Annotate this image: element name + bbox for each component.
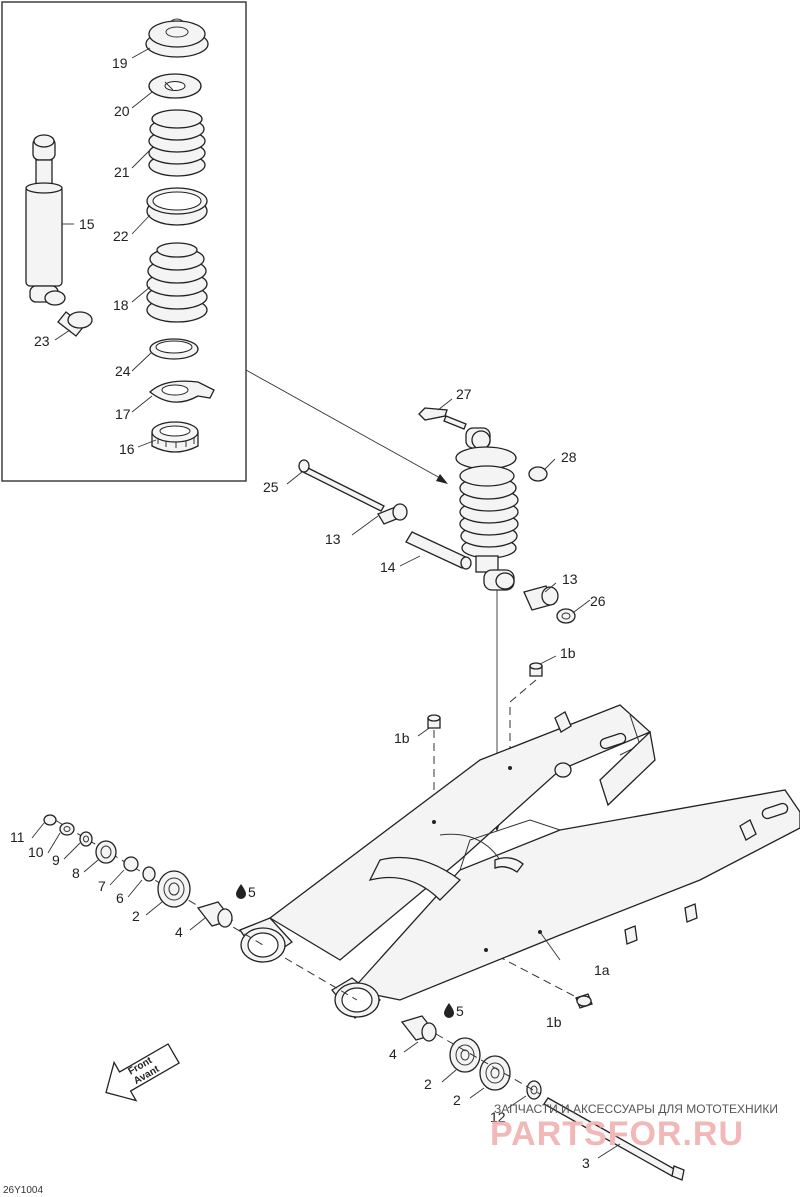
- part-22-ring: [146, 187, 208, 226]
- inset-leader-lines: [54, 47, 157, 448]
- part-16-adjusting-nut: [151, 421, 199, 453]
- part-10-nut: [59, 822, 75, 836]
- pivot-axis-line-right: [435, 1033, 541, 1095]
- callout-26: 26: [590, 593, 606, 609]
- callout-16: 16: [119, 441, 135, 457]
- oil-drop-icon-lower: [444, 1003, 454, 1018]
- callout-27: 27: [456, 386, 472, 402]
- part-15-damper-body: [25, 134, 63, 303]
- callout-25: 25: [263, 479, 279, 495]
- callout-11: 11: [10, 829, 25, 845]
- part-4-sleeve-right: [400, 1015, 438, 1042]
- callout-4b: 4: [389, 1046, 397, 1062]
- part-1a-swingarm: [239, 704, 800, 1019]
- pivot-axis-line-lower: [284, 957, 358, 1001]
- callout-4a: 4: [175, 924, 183, 940]
- part-8-cap: [95, 840, 117, 864]
- callout-15: 15: [79, 216, 95, 232]
- watermark-caption: ЗАПЧАСТИ И АКСЕССУАРЫ ДЛЯ МОТОТЕХНИКИ: [494, 1102, 778, 1116]
- part-25-long-bolt: [298, 459, 385, 512]
- watermark-brand: PARTSFOR.RU: [490, 1115, 744, 1153]
- drawing-code: 26Y1004: [3, 1185, 43, 1196]
- part-13-bushing-left: [377, 503, 408, 525]
- part-1b-nut-left: [427, 714, 441, 729]
- callout-3: 3: [582, 1155, 590, 1171]
- callout-24: 24: [115, 363, 131, 379]
- callout-5a: 5: [248, 884, 256, 900]
- callout-22: 22: [113, 228, 129, 244]
- callout-8: 8: [72, 865, 80, 881]
- part-17-adjuster-plate: [149, 380, 215, 403]
- callout-28: 28: [561, 449, 577, 465]
- callout-1b-top: 1b: [560, 645, 576, 661]
- inset-pointer-arrowhead: [436, 474, 448, 484]
- part-1b-nut-bottom: [575, 993, 593, 1009]
- callout-2b: 2: [424, 1076, 432, 1092]
- callout-9: 9: [52, 852, 60, 868]
- callout-14: 14: [380, 559, 396, 575]
- callout-5b: 5: [456, 1003, 464, 1019]
- pivot-leader-lines: [31, 822, 621, 1159]
- part-21-spring: [148, 109, 206, 177]
- callout-10: 10: [28, 844, 44, 860]
- callout-23: 23: [34, 333, 50, 349]
- shock-absorber-assembly: [418, 407, 548, 591]
- part-2-bearing-right-b: [479, 1055, 511, 1091]
- part-26-nut: [556, 608, 576, 624]
- callout-12: 12: [490, 1109, 506, 1125]
- callout-17: 17: [115, 406, 131, 422]
- part-1b-nut-top: [529, 662, 543, 677]
- part-19-spring-cap: [145, 18, 209, 58]
- oil-drop-icon: [236, 884, 246, 899]
- callout-19: 19: [112, 55, 128, 71]
- part-13-bushing-right: [523, 585, 559, 611]
- part-23-sleeve: [44, 290, 93, 337]
- callout-13a: 13: [325, 531, 341, 547]
- callout-1b-left: 1b: [394, 730, 410, 746]
- front-direction-arrow: Front Avant: [105, 1043, 180, 1102]
- part-7-nut: [123, 856, 139, 872]
- part-11-nut: [43, 814, 57, 826]
- part-2-bearing-right-a: [449, 1037, 481, 1073]
- callout-6: 6: [116, 890, 124, 906]
- guide-line-1b-top: [509, 679, 537, 768]
- callout-2c: 2: [453, 1092, 461, 1108]
- part-2-bearing-left: [157, 870, 191, 908]
- callout-1b-bottom: 1b: [546, 1014, 562, 1030]
- part-24-washer: [149, 338, 199, 360]
- part-20-retainer: [148, 73, 202, 99]
- inset-pointer-line: [245, 369, 441, 479]
- part-9-washer: [79, 831, 93, 847]
- part-12-washer: [526, 1080, 542, 1100]
- part-6-washer: [142, 866, 156, 882]
- part-4-sleeve-left: [196, 901, 234, 928]
- callout-13b: 13: [562, 571, 578, 587]
- part-18-spring: [146, 242, 208, 323]
- shock-leader-lines: [286, 398, 591, 737]
- part-3-pivot-bolt: [543, 1097, 685, 1181]
- part-14-spacer-tube: [405, 531, 472, 570]
- callout-18: 18: [113, 297, 129, 313]
- callout-1a: 1a: [594, 962, 610, 978]
- callout-7: 7: [98, 878, 106, 894]
- callout-20: 20: [114, 103, 130, 119]
- callout-21: 21: [114, 164, 130, 180]
- callout-2a: 2: [132, 908, 140, 924]
